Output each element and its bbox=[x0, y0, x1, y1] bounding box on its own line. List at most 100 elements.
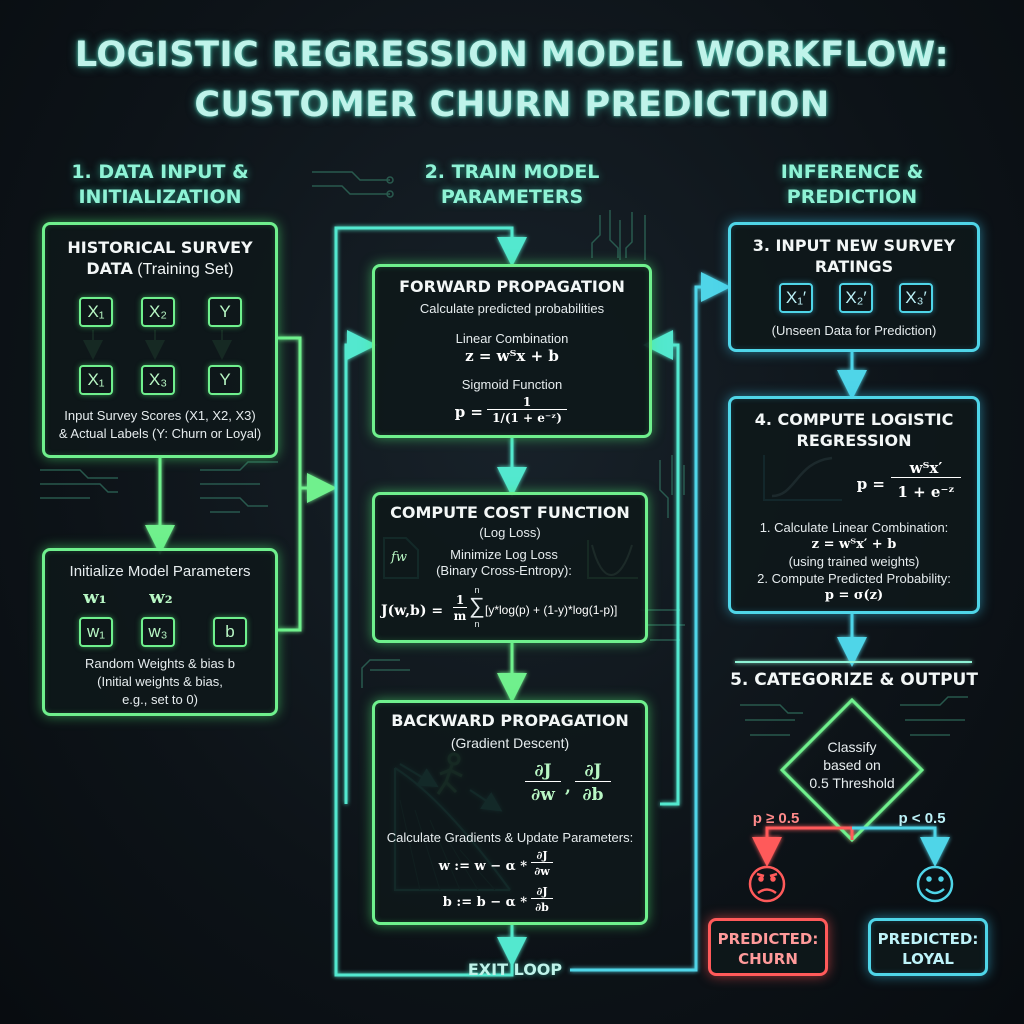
compute-step-line: 2. Compute Predicted Probability: bbox=[757, 571, 951, 586]
forward-propagation-title: FORWARD PROPAGATION bbox=[399, 277, 625, 296]
param-chip-b: b bbox=[213, 617, 247, 647]
historical-title-line: HISTORICAL SURVEY bbox=[67, 238, 253, 257]
gradient-b-denominator: ∂b bbox=[582, 785, 604, 805]
compute-logistic-box[interactable]: 4. COMPUTE LOGISTIC REGRESSION p = wᵀx′ … bbox=[728, 396, 980, 614]
column-header-line: 1. DATA INPUT & bbox=[71, 161, 249, 183]
gradient-update-caption: Calculate Gradients & Update Parameters: bbox=[386, 830, 634, 845]
initialize-params-caption: Random Weights & bias b (Initial weights… bbox=[45, 655, 275, 709]
feature-chip-x2: X₂ bbox=[141, 297, 175, 327]
categorize-title: 5. CATEGORIZE & OUTPUT bbox=[730, 670, 978, 690]
feature-chip-x3: X₃ bbox=[141, 365, 175, 395]
historical-title-word: DATA bbox=[86, 259, 133, 278]
weight-update-numerator: ∂J bbox=[531, 849, 553, 863]
diamond-line: 0.5 Threshold bbox=[809, 775, 895, 791]
happy-face-icon bbox=[916, 865, 954, 903]
loyal-label-line: LOYAL bbox=[902, 950, 954, 968]
initialize-params-title: Initialize Model Parameters bbox=[69, 563, 251, 580]
probability-numerator: wᵀx′ bbox=[891, 459, 961, 478]
cost-function-subtitle: (Log Loss) bbox=[479, 525, 541, 540]
sigmoid-function-label: Sigmoid Function bbox=[461, 377, 563, 392]
historical-title-suffix: (Training Set) bbox=[132, 261, 234, 278]
historical-caption-line: & Actual Labels (Y: Churn or Loyal) bbox=[58, 426, 262, 441]
page-title: LOGISTIC REGRESSION MODEL WORKFLOW: CUST… bbox=[0, 30, 1024, 130]
init-caption-line: (Initial weights & bias, bbox=[97, 674, 223, 689]
bias-update-denominator: ∂b bbox=[535, 901, 549, 914]
churn-condition: p ≥ 0.5 bbox=[752, 810, 800, 827]
forward-propagation-box[interactable]: FORWARD PROPAGATION Calculate predicted … bbox=[372, 264, 652, 438]
predicted-loyal-box[interactable]: PREDICTED: LOYAL bbox=[868, 918, 988, 976]
input-new-caption: (Unseen Data for Prediction) bbox=[771, 323, 937, 338]
column-header-train: 2. TRAIN MODEL PARAMETERS bbox=[400, 160, 624, 210]
compute-title-line: 4. COMPUTE LOGISTIC bbox=[754, 410, 954, 429]
historical-caption-line: Input Survey Scores (X1, X2, X3) bbox=[64, 408, 256, 423]
column-header-data-input: 1. DATA INPUT & INITIALIZATION bbox=[40, 160, 280, 210]
sigmoid-numerator: 1 bbox=[487, 395, 567, 410]
column-header-line: PREDICTION bbox=[786, 186, 918, 208]
gradient-w-denominator: ∂w bbox=[531, 785, 555, 805]
label-chip-y: Y bbox=[208, 365, 242, 395]
diamond-line: based on bbox=[823, 757, 881, 773]
feature-chip-x1: X₁ bbox=[79, 365, 113, 395]
historical-caption: Input Survey Scores (X1, X2, X3) & Actua… bbox=[45, 407, 275, 443]
backward-propagation-box[interactable]: BACKWARD PROPAGATION (Gradient Descent) … bbox=[372, 700, 648, 925]
compute-step-formula: p = σ(z) bbox=[824, 588, 884, 603]
sigmoid-lhs: p = bbox=[454, 403, 483, 421]
backward-propagation-subtitle: (Gradient Descent) bbox=[450, 735, 570, 751]
sigmoid-denominator: 1/(1 + e⁻ᶻ) bbox=[492, 411, 562, 425]
title-line-2: CUSTOMER CHURN PREDICTION bbox=[194, 85, 830, 125]
bias-update-numerator: ∂J bbox=[531, 885, 553, 899]
backward-propagation-title: BACKWARD PROPAGATION bbox=[391, 711, 629, 730]
column-header-line: PARAMETERS bbox=[440, 186, 584, 208]
column-header-line: INITIALIZATION bbox=[78, 186, 242, 208]
input-new-title-line: 3. INPUT NEW SURVEY bbox=[752, 236, 956, 255]
cost-caption-line: Minimize Log Loss bbox=[450, 547, 558, 562]
init-caption-line: e.g., set to 0) bbox=[122, 692, 198, 707]
gradient-comma: , bbox=[565, 777, 571, 797]
cost-minimize-caption: Minimize Log Loss (Binary Cross-Entropy)… bbox=[419, 547, 589, 579]
param-chip-w3: w₃ bbox=[141, 617, 175, 647]
initialize-params-box[interactable]: Initialize Model Parameters w₁ w₂ w₁ w₃ … bbox=[42, 548, 278, 716]
linear-combination-label: Linear Combination bbox=[455, 331, 569, 346]
cost-function-title: COMPUTE COST FUNCTION bbox=[390, 503, 630, 522]
linear-combination-formula: z = wᵀx + b bbox=[465, 347, 559, 365]
sad-face-icon bbox=[748, 865, 786, 903]
input-new-survey-title: 3. INPUT NEW SURVEY RATINGS bbox=[731, 235, 977, 277]
cost-lhs: J(w,b) = bbox=[381, 603, 444, 619]
historical-data-box[interactable]: HISTORICAL SURVEY DATA (Training Set) X₁… bbox=[42, 222, 278, 458]
predicted-churn-label: PREDICTED: CHURN bbox=[711, 929, 825, 969]
cost-fraction-denominator: m bbox=[453, 609, 467, 623]
function-icon-label: fw bbox=[391, 550, 407, 565]
threshold-diamond-text[interactable]: Classify based on 0.5 Threshold bbox=[796, 738, 908, 792]
compute-logistic-title: 4. COMPUTE LOGISTIC REGRESSION bbox=[731, 409, 977, 451]
compute-step-line: 1. Calculate Linear Combination: bbox=[759, 520, 949, 535]
historical-data-title: HISTORICAL SURVEY DATA (Training Set) bbox=[45, 237, 275, 280]
predicted-loyal-label: PREDICTED: LOYAL bbox=[871, 929, 985, 969]
sum-upper-limit: n bbox=[474, 585, 480, 595]
weight-update-formula: w := w − α * bbox=[438, 859, 527, 874]
input-new-survey-box[interactable]: 3. INPUT NEW SURVEY RATINGS X₁′ X₂′ X₃′ … bbox=[728, 222, 980, 352]
probability-denominator: 1 + e⁻ᶻ bbox=[897, 483, 955, 501]
label-chip-y: Y bbox=[208, 297, 242, 327]
diamond-line: Classify bbox=[827, 739, 877, 755]
column-header-inference: INFERENCE & PREDICTION bbox=[740, 160, 964, 210]
loyal-condition: p < 0.5 bbox=[898, 810, 946, 827]
title-line-1: LOGISTIC REGRESSION MODEL WORKFLOW: bbox=[74, 35, 950, 75]
bias-update-formula: b := b − α * bbox=[442, 895, 527, 910]
gradient-w-numerator: ∂J bbox=[525, 761, 561, 782]
sum-lower-limit: n bbox=[474, 619, 480, 629]
column-header-line: INFERENCE & bbox=[780, 161, 924, 183]
cost-summation-body: [y*log(p) + (1-y)*log(1-p)] bbox=[485, 603, 618, 617]
cost-function-box[interactable]: COMPUTE COST FUNCTION (Log Loss) fw Mini… bbox=[372, 492, 648, 643]
churn-label-line: PREDICTED: bbox=[717, 930, 819, 948]
probability-lhs: p = bbox=[856, 475, 885, 493]
cost-caption-line: (Binary Cross-Entropy): bbox=[436, 563, 572, 578]
weight-label-w2: w₂ bbox=[149, 587, 173, 608]
compute-step-formula: z = wᵀx′ + b bbox=[811, 537, 897, 552]
loyal-label-line: PREDICTED: bbox=[877, 930, 979, 948]
feature-chip-x1: X₁ bbox=[79, 297, 113, 327]
new-feature-chip-x2: X₂′ bbox=[839, 283, 873, 313]
predicted-churn-box[interactable]: PREDICTED: CHURN bbox=[708, 918, 828, 976]
weight-update-denominator: ∂w bbox=[534, 865, 550, 878]
cost-fraction-numerator: 1 bbox=[453, 593, 467, 608]
gradient-b-numerator: ∂J bbox=[575, 761, 611, 782]
